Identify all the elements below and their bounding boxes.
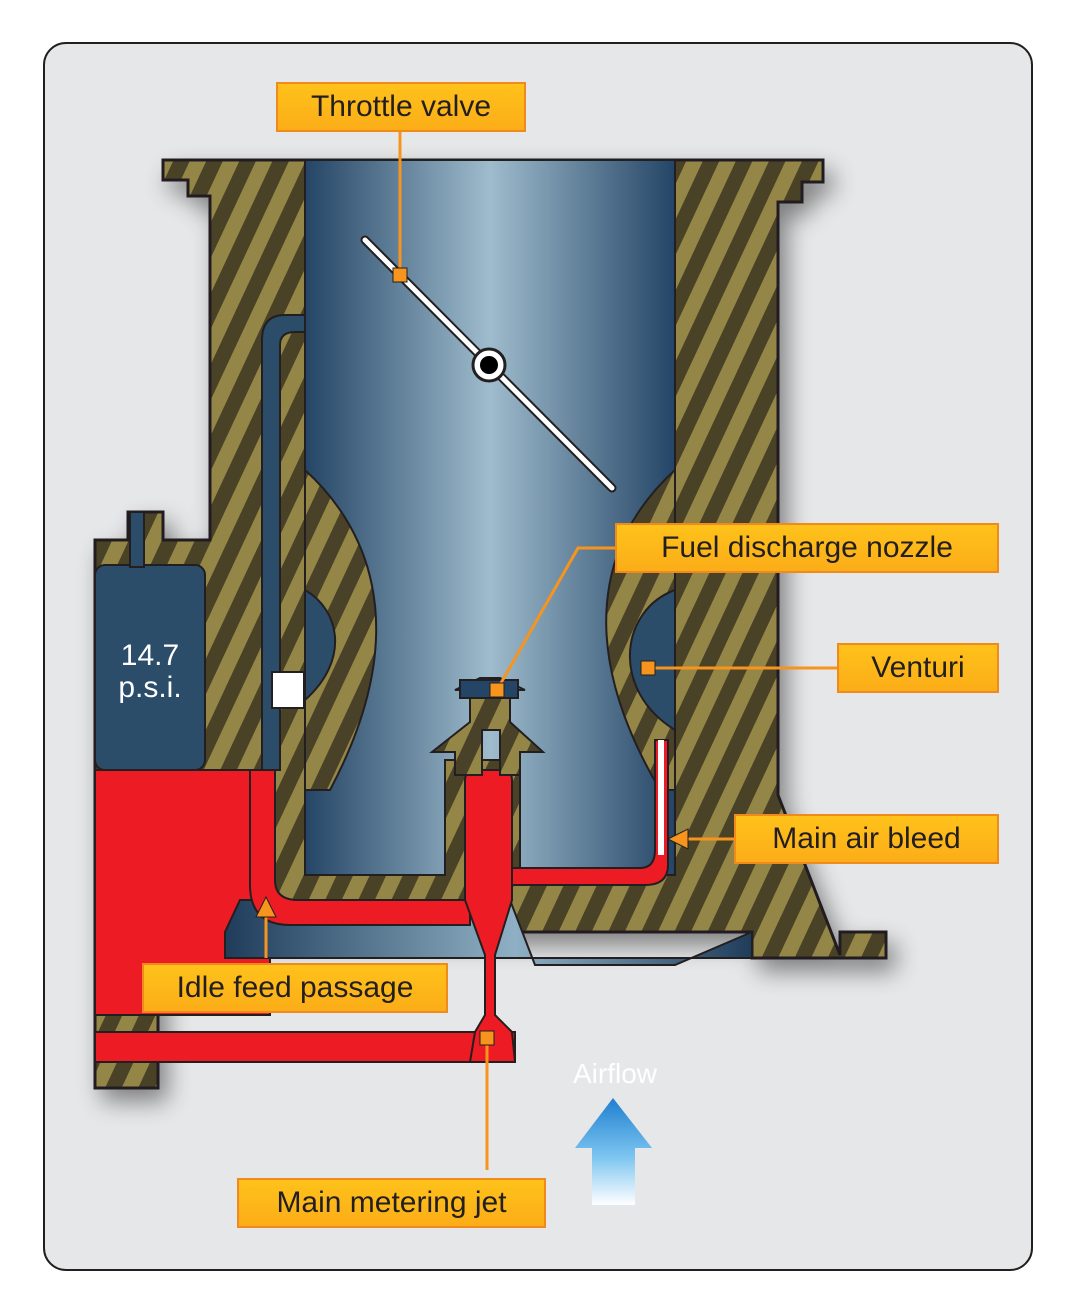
air-bleed-inner bbox=[658, 740, 664, 855]
label-airflow: Airflow bbox=[572, 1058, 657, 1089]
discharge-nozzle bbox=[429, 677, 546, 776]
idle-air-passage bbox=[261, 314, 306, 771]
label-idle-feed-passage: Idle feed passage bbox=[142, 963, 448, 1013]
pressure-unit: p.s.i. bbox=[118, 671, 182, 704]
airflow-arrow bbox=[575, 1098, 652, 1205]
leader-lines bbox=[264, 132, 838, 1170]
arrowhead-idle bbox=[255, 895, 277, 918]
label-venturi: Venturi bbox=[837, 643, 999, 693]
venturi-left-cavity bbox=[304, 588, 337, 703]
label-main-metering-jet: Main metering jet bbox=[237, 1178, 546, 1228]
marker-nozzle bbox=[489, 682, 505, 698]
label-throttle-valve: Throttle valve bbox=[276, 82, 526, 132]
leader-nozzle bbox=[495, 546, 617, 691]
arrowhead-air-bleed bbox=[666, 828, 689, 850]
label-main-air-bleed: Main air bleed bbox=[734, 814, 999, 864]
throttle-shaft-center bbox=[480, 356, 498, 374]
pressure-value: 14.7 bbox=[120, 639, 180, 672]
venturi-right-cavity bbox=[628, 588, 676, 732]
main-air-bleed bbox=[511, 739, 669, 886]
idle-restriction bbox=[271, 671, 305, 709]
label-fuel-discharge-nozzle: Fuel discharge nozzle bbox=[615, 523, 999, 573]
nozzle-tip bbox=[459, 679, 519, 699]
marker-throttle bbox=[392, 267, 408, 283]
marker-venturi bbox=[640, 660, 656, 676]
marker-jet bbox=[479, 1030, 495, 1046]
leader-markers bbox=[392, 267, 656, 1046]
bowl-vent bbox=[129, 511, 145, 568]
bottom-fuel-passage bbox=[94, 1031, 516, 1063]
venturi-left bbox=[304, 467, 378, 791]
